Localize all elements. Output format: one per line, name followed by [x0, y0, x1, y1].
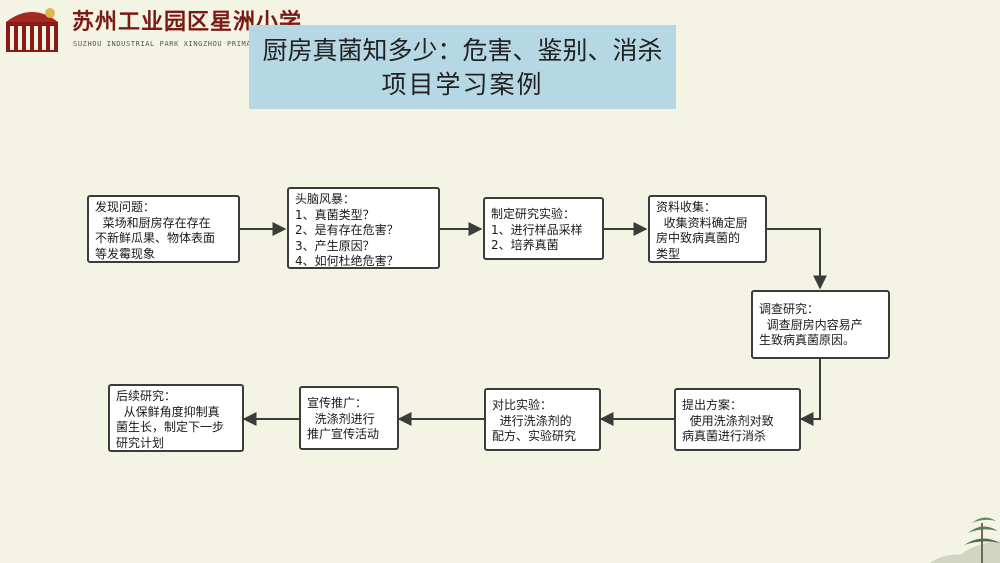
step-collect-data: 资料收集： 收集资料确定厨 房中致病真菌的 类型 — [648, 195, 767, 263]
step-text: 4、如何杜绝危害？ — [295, 254, 399, 268]
step-text: 等发霉现象 — [95, 246, 156, 261]
step-text: 菜场和厨房存在存在 — [95, 215, 211, 230]
step-text: 不新鲜瓜果、物体表面 — [95, 231, 216, 245]
pine-tree-decoration-icon — [930, 517, 1000, 563]
step-follow-up-research: 后续研究： 从保鲜角度抑制真 菌生长，制定下一步 研究计划 — [108, 384, 244, 452]
step-heading: 对比实验： — [492, 398, 553, 412]
step-promotion: 宣传推广： 洗涤剂进行 推广宣传活动 — [299, 386, 399, 450]
step-heading: 头脑风暴： — [295, 192, 356, 206]
step-text: 研究计划 — [116, 435, 165, 450]
step-investigate: 调查研究： 调查厨房内容易产 生致病真菌原因。 — [751, 290, 890, 359]
arrow-investigate-to-proposal — [799, 359, 821, 426]
step-text: 1、进行样品采样 — [491, 222, 583, 237]
step-text: 使用洗涤剂对致 — [682, 413, 774, 428]
step-text: 进行洗涤剂的 — [492, 413, 572, 428]
step-text: 菌生长，制定下一步 — [116, 420, 225, 434]
page-title: 厨房真菌知多少：危害、鉴别、消杀 项目学习案例 — [249, 25, 676, 109]
step-heading: 后续研究： — [116, 389, 177, 403]
step-text: 类型 — [656, 246, 681, 261]
step-heading: 调查研究： — [759, 302, 820, 316]
step-text: 1、真菌类型？ — [295, 207, 375, 222]
step-heading: 提出方案： — [682, 398, 743, 412]
step-text: 配方、实验研究 — [492, 429, 577, 443]
title-line-1: 厨房真菌知多少：危害、鉴别、消杀 — [262, 36, 663, 65]
step-text: 从保鲜角度抑制真 — [116, 404, 220, 419]
step-text: 房中致病真菌的 — [656, 231, 741, 245]
step-text: 收集资料确定厨 — [656, 215, 748, 230]
school-emblem-icon — [6, 8, 58, 52]
step-experiment-plan: 制定研究实验： 1、进行样品采样 2、培养真菌 — [483, 197, 604, 260]
step-text: 3、产生原因？ — [295, 238, 375, 253]
school-name-en: SUZHOU INDUSTRIAL PARK XINGZHOU PRIMARY … — [73, 40, 295, 48]
step-heading: 资料收集： — [656, 200, 717, 214]
arrow-collect-to-investigate — [767, 228, 827, 290]
step-heading: 制定研究实验： — [491, 207, 576, 221]
step-comparison-experiment: 对比实验： 进行洗涤剂的 配方、实验研究 — [484, 388, 601, 451]
step-discover-problem: 发现问题： 菜场和厨房存在存在 不新鲜瓜果、物体表面 等发霉现象 — [87, 195, 240, 263]
step-brainstorm: 头脑风暴： 1、真菌类型？ 2、是有存在危害？ 3、产生原因？ 4、如何杜绝危害… — [287, 187, 440, 269]
step-proposal: 提出方案： 使用洗涤剂对致 病真菌进行消杀 — [674, 388, 801, 451]
step-text: 病真菌进行消杀 — [682, 429, 767, 443]
step-heading: 发现问题： — [95, 200, 156, 214]
step-text: 洗涤剂进行 — [307, 411, 375, 426]
title-line-2: 项目学习案例 — [381, 70, 544, 99]
step-text: 2、培养真菌 — [491, 238, 559, 252]
step-text: 生致病真菌原因。 — [759, 333, 856, 347]
step-text: 2、是有存在危害？ — [295, 223, 399, 237]
step-text: 推广宣传活动 — [307, 427, 380, 441]
step-heading: 宣传推广： — [307, 396, 368, 410]
step-text: 调查厨房内容易产 — [759, 317, 863, 332]
